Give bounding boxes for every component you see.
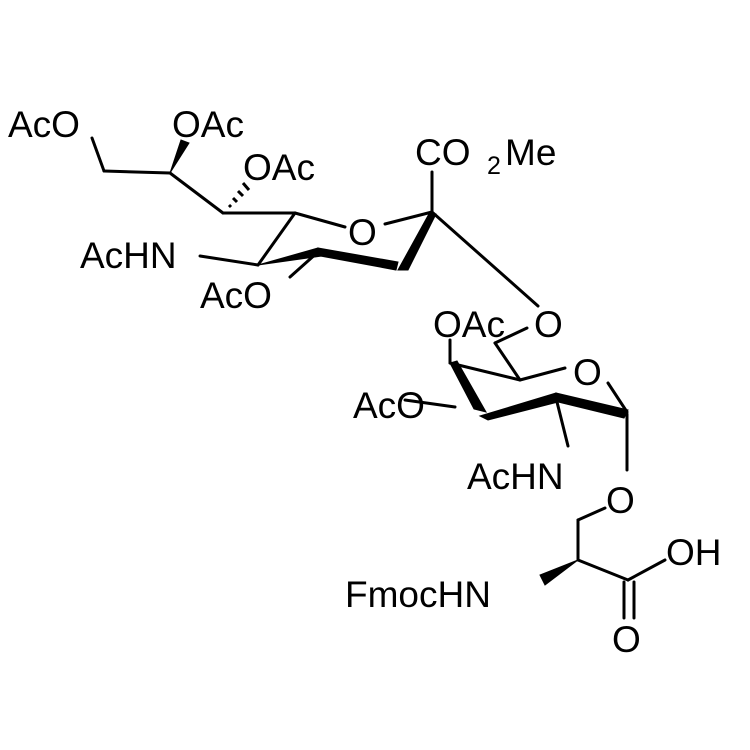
label-achn-galnac: AcHN bbox=[467, 456, 564, 497]
label-achn-sialic: AcHN bbox=[80, 235, 177, 276]
label-aco-c4-sialic: AcO bbox=[200, 275, 272, 316]
label-oac-c8: OAc bbox=[172, 104, 244, 145]
sialic-acid-ring bbox=[198, 170, 540, 308]
serine-residue bbox=[539, 506, 667, 620]
label-ring-o-sialic: O bbox=[348, 212, 377, 253]
label-fmochn: FmocHN bbox=[345, 574, 491, 615]
label-ring-o-galnac: O bbox=[573, 352, 602, 393]
label-carbonyl-o: O bbox=[612, 619, 641, 660]
label-aco-c3-galnac: AcO bbox=[353, 385, 425, 426]
galnac-ring bbox=[403, 326, 629, 472]
sialic-side-chain bbox=[90, 136, 297, 215]
label-oac-c7: OAc bbox=[243, 147, 315, 188]
label-oac-c4-galnac: OAc bbox=[433, 304, 505, 345]
label-co2me-c: CO bbox=[415, 132, 471, 173]
label-ser-o: O bbox=[606, 480, 635, 521]
hashed-bond bbox=[227, 182, 251, 209]
label-co2me-me: Me bbox=[505, 132, 556, 173]
label-aco-top-left: AcO bbox=[8, 104, 80, 145]
label-glyco-link-o: O bbox=[534, 304, 563, 345]
label-co2me-sub: 2 bbox=[487, 152, 501, 180]
label-oh: OH bbox=[666, 532, 722, 573]
wedge-bond bbox=[169, 139, 190, 174]
